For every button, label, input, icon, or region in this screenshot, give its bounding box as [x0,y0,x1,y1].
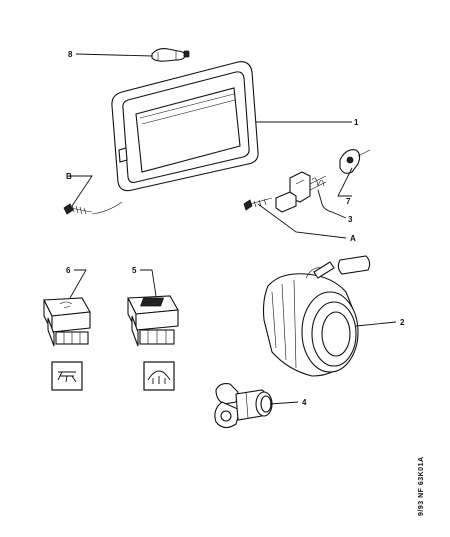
callout-5: 5 [132,266,137,275]
leader-8 [75,53,153,57]
leader-3 [317,189,347,219]
rear-fog-symbol-icon [51,361,83,391]
reference-code: 9/93 NF 63K01A [418,456,425,516]
switch-screw-a [243,197,273,211]
callout-1: 1 [354,118,359,127]
bulb-holder [214,383,273,429]
callout-b: B [66,172,72,181]
callout-6: 6 [66,266,71,275]
leader-2 [355,321,397,327]
leader-6 [69,269,87,299]
leader-a [257,203,347,239]
rear-fog-switch [43,297,91,347]
wire [91,201,123,215]
reference-code-wrapper: 9/93 NF 63K01A [418,420,430,520]
callout-8: 8 [68,50,73,59]
interior-lamp-housing [111,61,259,192]
leader-7 [337,167,353,197]
leader-b [70,175,93,207]
callout-2: 2 [400,318,405,327]
callout-4: 4 [302,398,307,407]
leader-4 [269,401,299,405]
screw-b [63,203,93,215]
callout-7: 7 [346,197,351,206]
door-switch-assembly [275,171,327,213]
heated-window-symbol-icon [143,361,175,391]
plunger-terminal [339,149,371,174]
leader-5 [140,269,157,297]
festoon-bulb [151,48,190,62]
callout-3: 3 [348,215,353,224]
heated-window-switch [127,295,179,347]
callout-a: A [350,234,356,243]
round-lamp-unit [262,255,371,377]
